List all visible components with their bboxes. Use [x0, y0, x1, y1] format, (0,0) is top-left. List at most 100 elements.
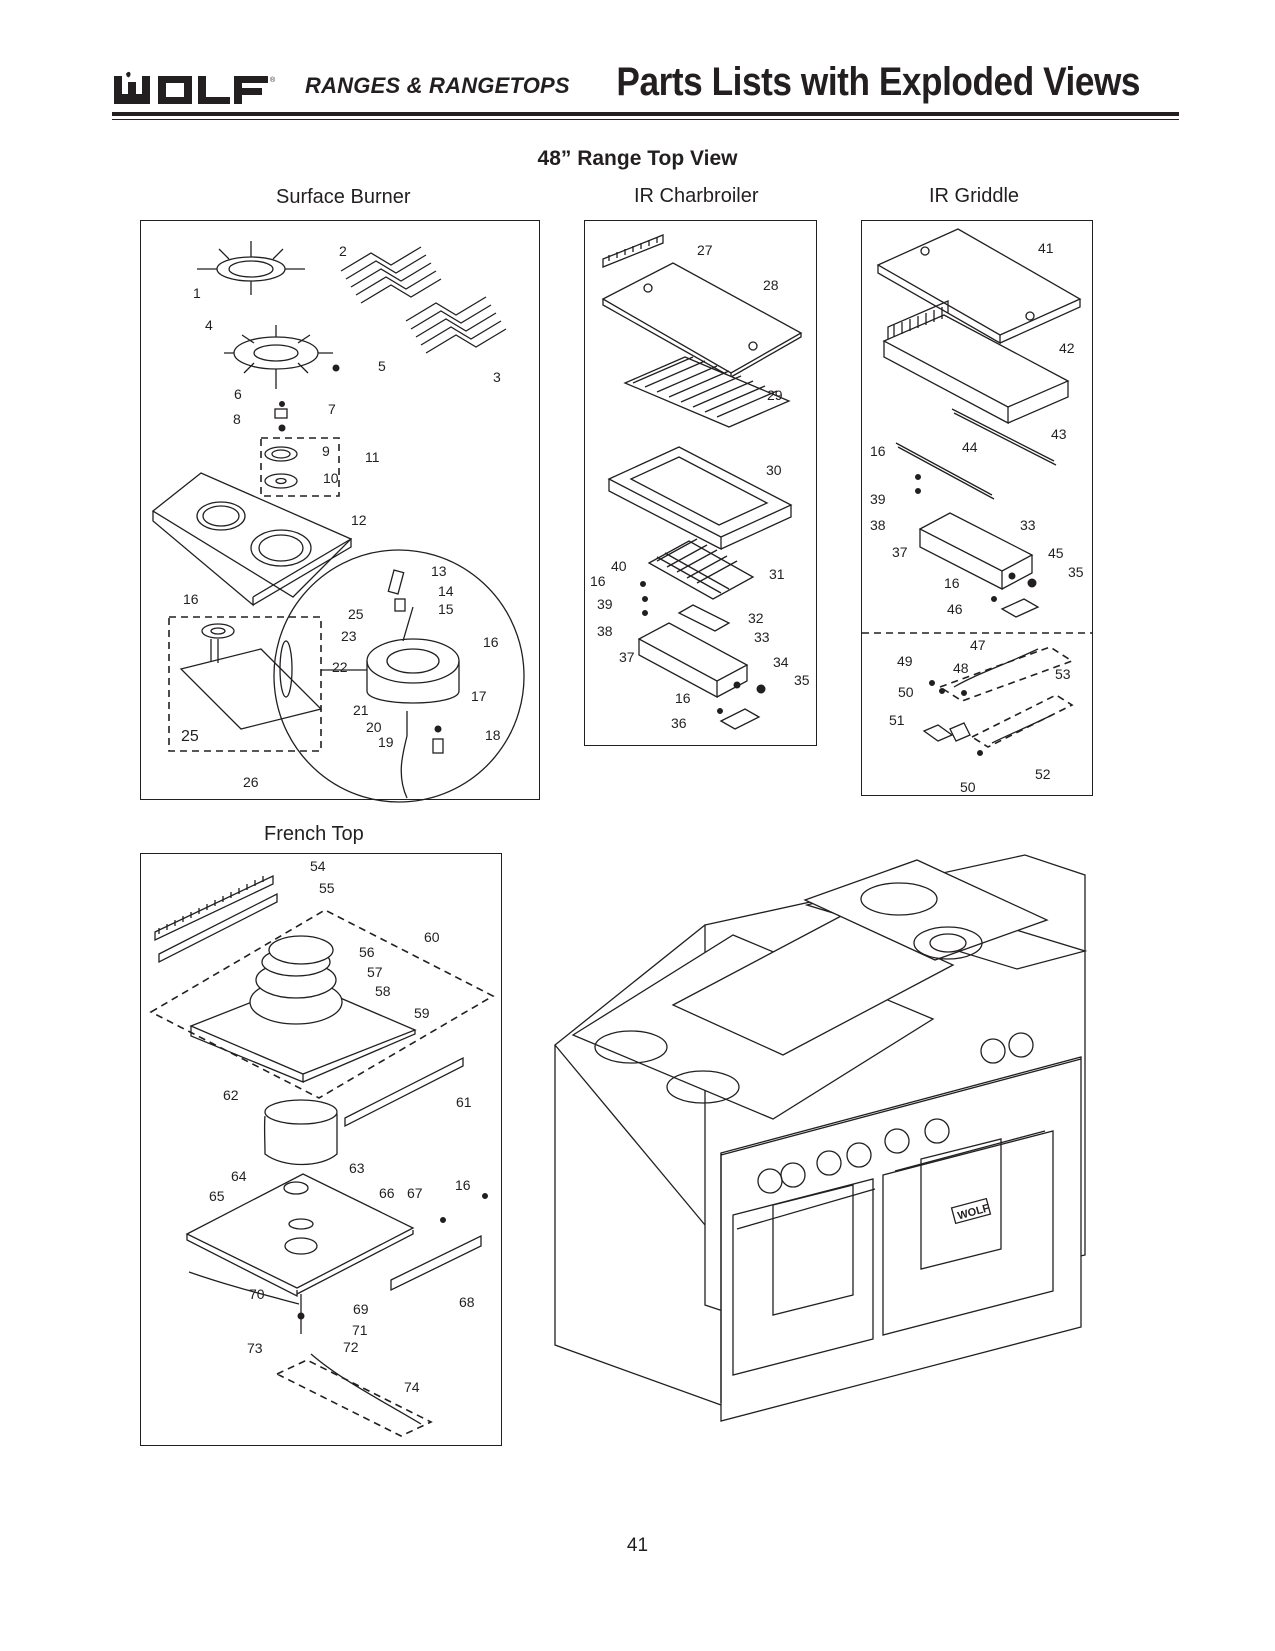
callout-60: 60: [424, 929, 440, 945]
ir-griddle-exploded-view: [862, 228, 1092, 756]
callout-53: 53: [1055, 666, 1071, 682]
callout-27: 27: [697, 242, 713, 258]
callout-50: 50: [898, 684, 914, 700]
view-title: 48” Range Top View: [537, 147, 738, 170]
callout-71: 71: [352, 1322, 368, 1338]
callout-72: 72: [343, 1339, 359, 1355]
callout-45: 45: [1048, 545, 1064, 561]
callout-69: 69: [353, 1301, 369, 1317]
section-label-ir-charbroiler: IR Charbroiler: [634, 185, 759, 207]
callout-41: 41: [1038, 240, 1054, 256]
callout-14: 14: [438, 583, 454, 599]
callout-4: 4: [205, 317, 213, 333]
callout-37: 37: [892, 544, 908, 560]
callout-16: 16: [590, 573, 606, 589]
callout-35: 35: [794, 672, 810, 688]
callout-5: 5: [378, 358, 386, 374]
ir-griddle-panel: 41 42 43 44 16 39 38 37 33 45 35 16 46 4…: [861, 220, 1093, 796]
svg-text:®: ®: [270, 76, 276, 84]
callout-70: 70: [249, 1286, 265, 1302]
ir-charbroiler-exploded-view: [601, 234, 803, 730]
callout-20: 20: [366, 719, 382, 735]
callout-7: 7: [328, 401, 336, 417]
callout-48: 48: [953, 660, 969, 676]
callout-28: 28: [763, 277, 779, 293]
surface-burner-panel: 1 2 3 4 5 6 7 8 9 10 11 12 13 14 15 16 1…: [140, 220, 540, 803]
callout-64: 64: [231, 1168, 247, 1184]
callout-32: 32: [748, 610, 764, 626]
callout-18: 18: [485, 727, 501, 743]
callout-16: 16: [455, 1177, 471, 1193]
callout-16b: 16: [944, 575, 960, 591]
surface-burner-exploded-view: [151, 241, 525, 803]
callout-21: 21: [353, 702, 369, 718]
callout-59: 59: [414, 1005, 430, 1021]
callout-22: 22: [332, 659, 348, 675]
callout-54: 54: [310, 858, 326, 874]
callout-23: 23: [341, 628, 357, 644]
callout-30: 30: [766, 462, 782, 478]
page-title: Parts Lists with Exploded Views: [616, 60, 1140, 104]
range-illustration: WOLF: [554, 854, 1088, 1422]
callout-3: 3: [493, 369, 501, 385]
callout-42: 42: [1059, 340, 1075, 356]
callout-16: 16: [183, 591, 199, 607]
callout-46: 46: [947, 601, 963, 617]
callout-13: 13: [431, 563, 447, 579]
callout-61: 61: [456, 1094, 472, 1110]
callout-65: 65: [209, 1188, 225, 1204]
callout-66: 66: [379, 1185, 395, 1201]
callout-12: 12: [351, 512, 367, 528]
callout-73: 73: [247, 1340, 263, 1356]
brand-subtitle: RANGES & RANGETOPS: [305, 73, 570, 98]
callout-40: 40: [611, 558, 627, 574]
callout-74: 74: [404, 1379, 420, 1395]
callout-49: 49: [897, 653, 913, 669]
callout-19: 19: [378, 734, 394, 750]
callout-67: 67: [407, 1185, 423, 1201]
callout-38: 38: [597, 623, 613, 639]
callout-16b: 16: [483, 634, 499, 650]
section-label-ir-griddle: IR Griddle: [929, 185, 1020, 207]
callout-36: 36: [671, 715, 687, 731]
callout-62: 62: [223, 1087, 239, 1103]
callout-38: 38: [870, 517, 886, 533]
callout-51: 51: [889, 712, 905, 728]
callout-6: 6: [234, 386, 242, 402]
callout-44: 44: [962, 439, 978, 455]
ir-charbroiler-panel: 27 28 29 30 31 32 33 34 35 16 16 36 37 3…: [584, 220, 817, 746]
callout-17: 17: [471, 688, 487, 704]
page-number: 41: [626, 1535, 649, 1556]
callout-68: 68: [459, 1294, 475, 1310]
callout-52: 52: [1035, 766, 1051, 782]
french-top-panel: 54 55 56 57 58 59 60 61 62 63 64 65 66 6…: [140, 853, 502, 1446]
callout-63: 63: [349, 1160, 365, 1176]
callout-15: 15: [438, 601, 454, 617]
callout-1: 1: [193, 285, 201, 301]
callout-47: 47: [970, 637, 986, 653]
callout-9: 9: [322, 443, 330, 459]
callout-33: 33: [754, 629, 770, 645]
callout-43: 43: [1051, 426, 1067, 442]
section-label-surface-burner: Surface Burner: [276, 186, 411, 208]
callout-25: 25: [348, 606, 364, 622]
callout-35: 35: [1068, 564, 1084, 580]
callout-2: 2: [339, 243, 347, 259]
callout-37: 37: [619, 649, 635, 665]
callout-55: 55: [319, 880, 335, 896]
callout-29: 29: [767, 387, 783, 403]
callout-16b: 16: [675, 690, 691, 706]
callout-39: 39: [870, 491, 886, 507]
callout-58: 58: [375, 983, 391, 999]
callout-11: 11: [365, 449, 380, 465]
callout-10: 10: [323, 470, 339, 486]
callout-56: 56: [359, 944, 375, 960]
callout-57: 57: [367, 964, 383, 980]
header-rule-thick: [112, 112, 1179, 116]
callout-33: 33: [1020, 517, 1036, 533]
french-top-exploded-view: [149, 874, 495, 1437]
callout-50b: 50: [960, 779, 976, 795]
callout-16: 16: [870, 443, 886, 459]
callout-34: 34: [773, 654, 789, 670]
callout-8: 8: [233, 411, 241, 427]
